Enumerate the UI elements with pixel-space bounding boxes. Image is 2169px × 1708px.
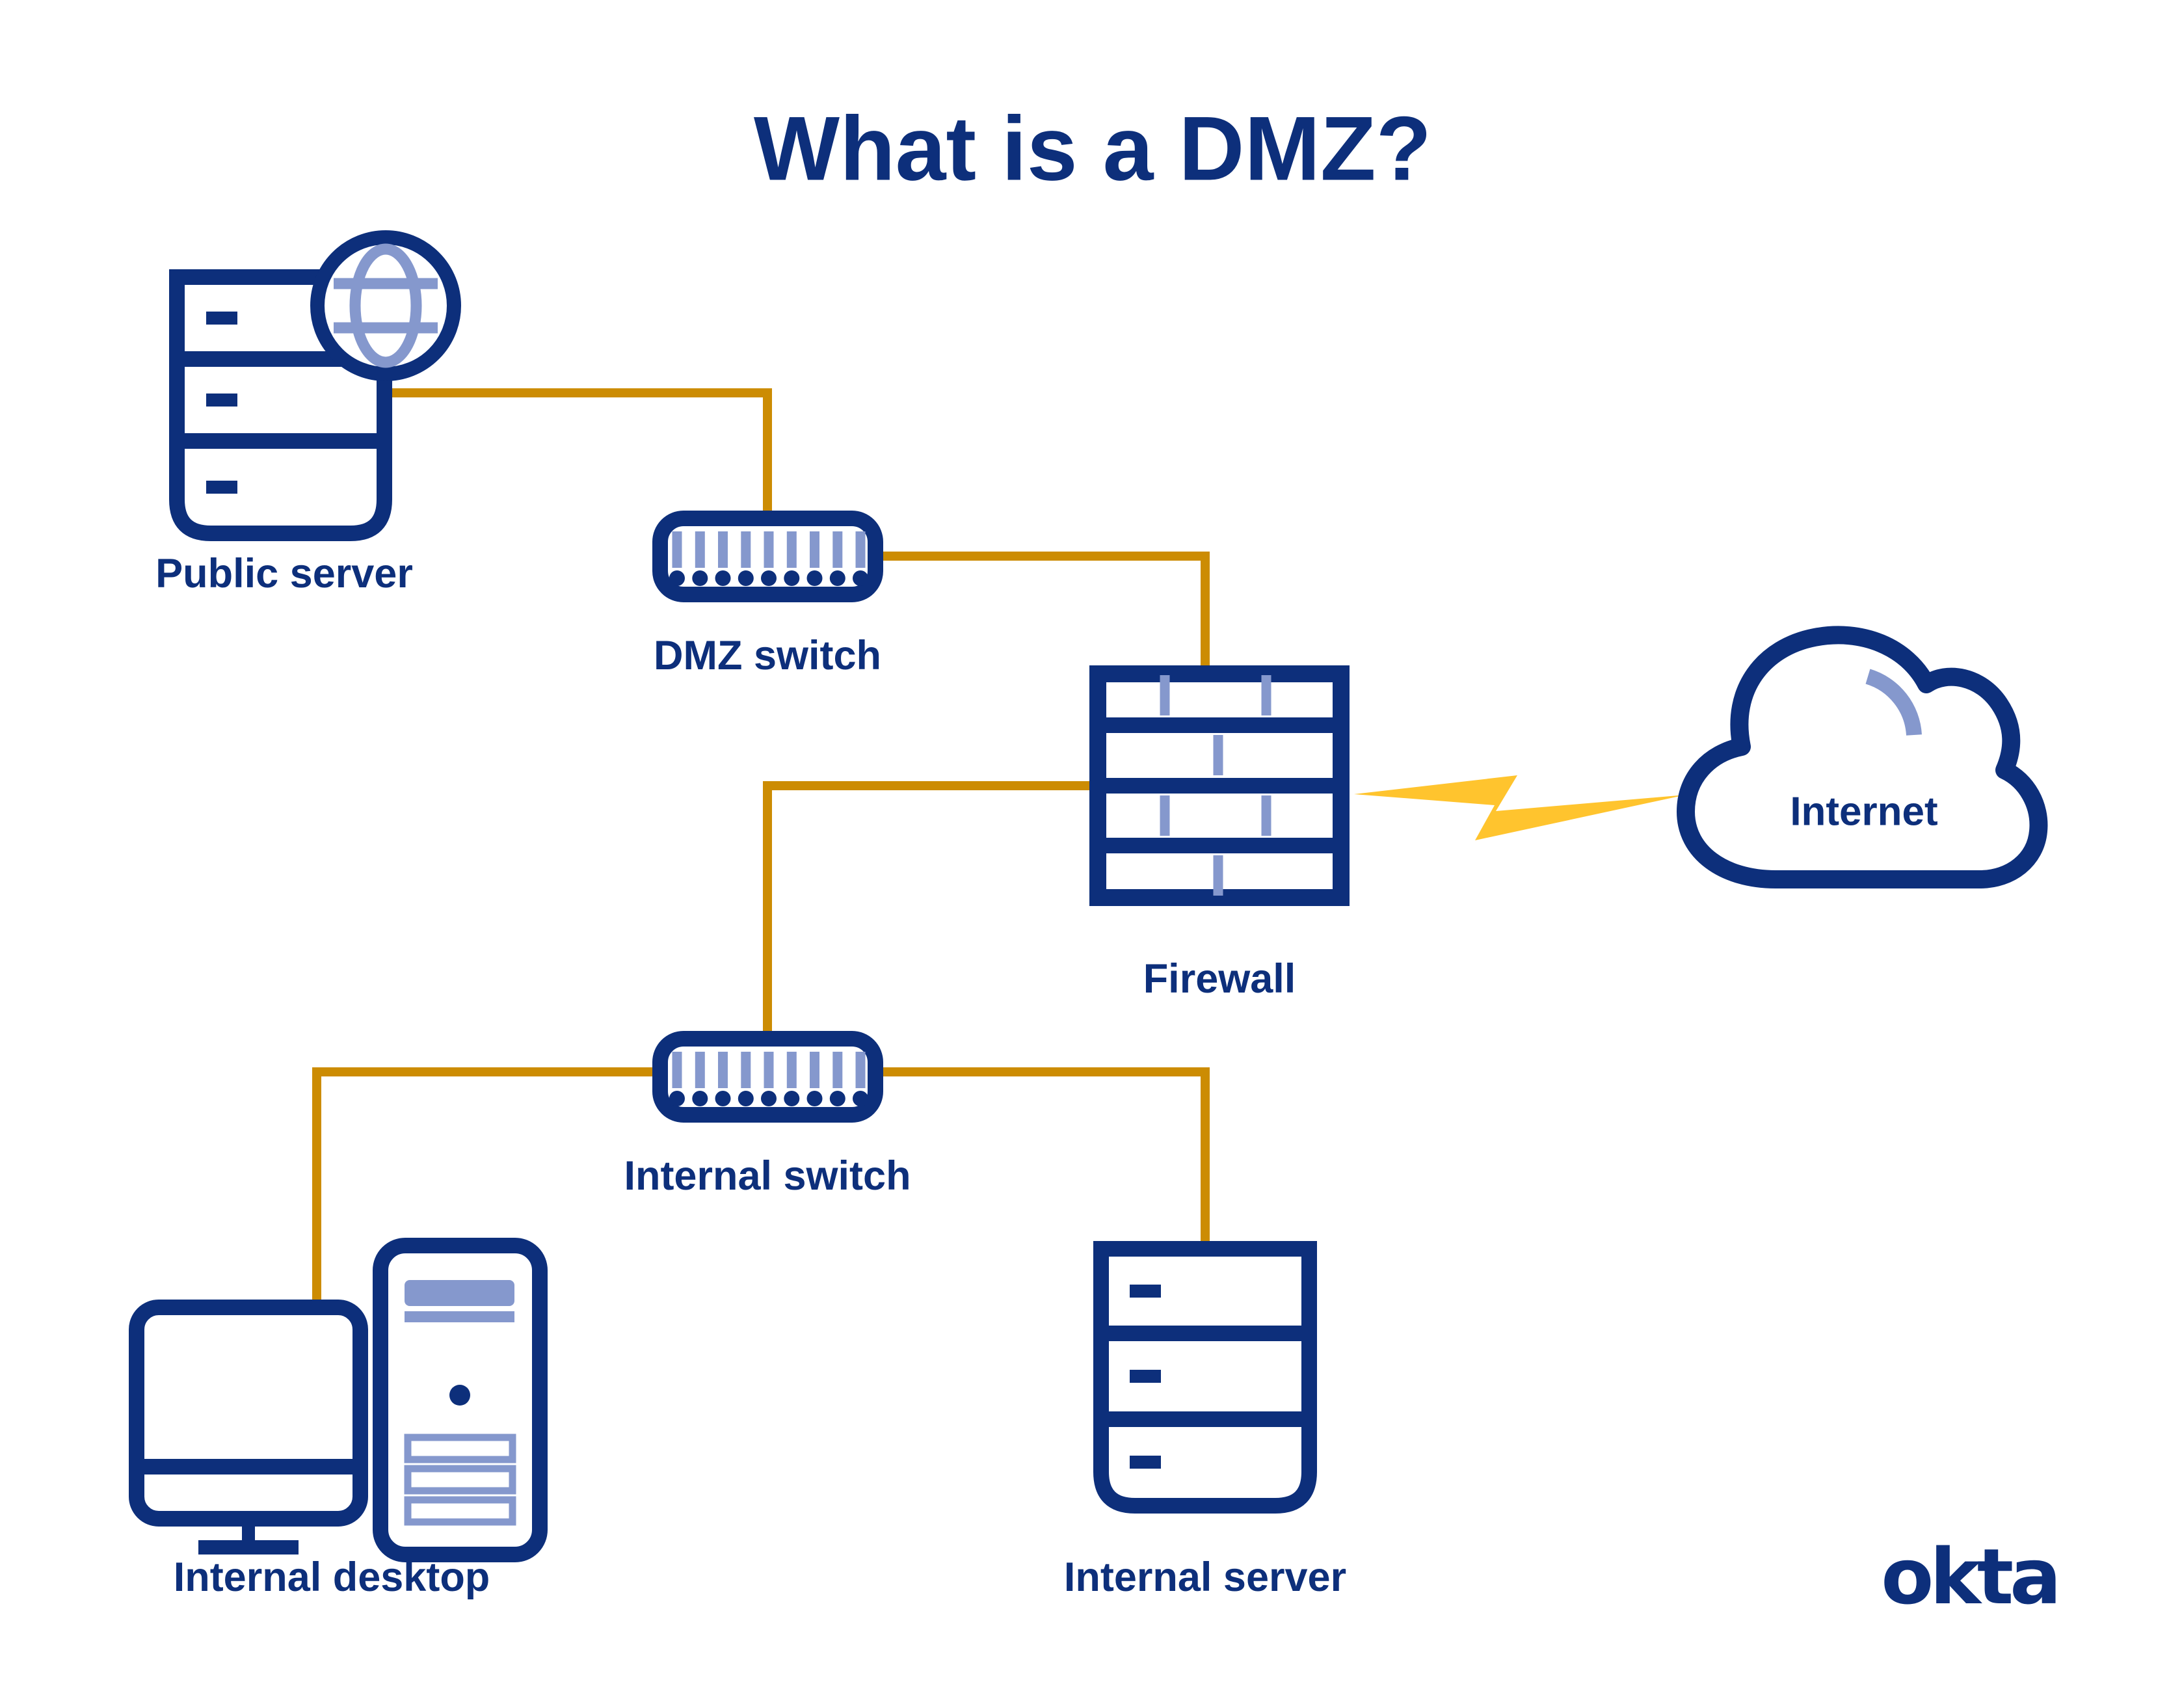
internet-label: Internet: [1790, 790, 1937, 834]
lightning-bolt-icon: [1354, 775, 1686, 840]
link-dmz-switch-to-firewall: [883, 552, 1210, 669]
globe-icon: [310, 230, 461, 381]
link-public-server-to-dmz-switch: [384, 388, 772, 514]
page-title: What is a DMZ?: [754, 98, 1431, 200]
internal-server-label: Internal server: [1064, 1555, 1346, 1600]
node-internet: Internet: [1677, 626, 2048, 888]
public-server-label: Public server: [155, 551, 413, 596]
firewall-label: Firewall: [1143, 956, 1296, 1002]
cloud-icon: [1677, 626, 2048, 888]
okta-logo: okta: [1881, 1532, 2058, 1621]
cloud-accent-arc: [1865, 669, 1922, 736]
link-internal-switch-to-internal-server: [883, 1067, 1210, 1249]
node-firewall: Firewall: [1089, 665, 1350, 1002]
node-internal-server: Internal server: [1064, 1241, 1346, 1600]
dmz-switch-label: DMZ switch: [654, 633, 881, 678]
switch-icon: [660, 518, 875, 594]
link-internal-switch-to-internal-desktop: [312, 1067, 652, 1311]
node-internal-switch: Internal switch: [624, 1039, 911, 1199]
brick-wall-icon: [1089, 665, 1350, 906]
link-firewall-to-internal-switch: [763, 781, 1089, 1034]
server-icon: [1093, 1241, 1317, 1514]
internal-switch-label: Internal switch: [624, 1153, 911, 1199]
switch-icon: [660, 1039, 875, 1115]
internal-desktop-label: Internal desktop: [174, 1555, 490, 1600]
node-public-server: Public server: [155, 230, 461, 596]
monitor-icon: [129, 1300, 368, 1555]
node-internal-desktop: Internal desktop: [129, 1238, 548, 1600]
connectors: [312, 388, 1686, 1311]
tower-icon: [373, 1238, 548, 1562]
node-dmz-switch: DMZ switch: [654, 518, 881, 678]
